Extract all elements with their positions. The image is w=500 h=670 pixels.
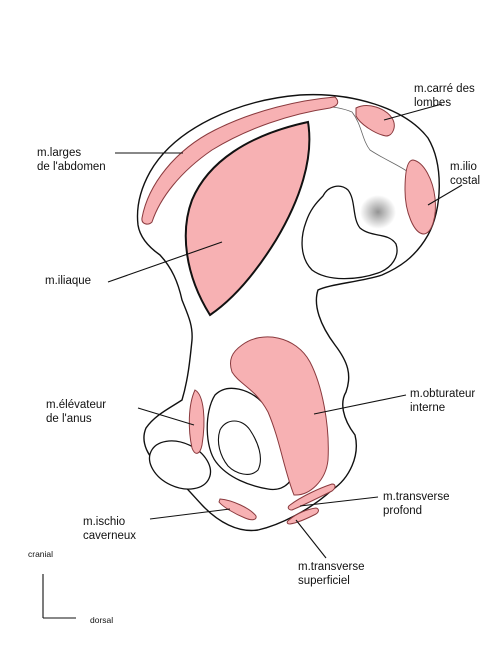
muscle-carre-lombes: [355, 105, 395, 137]
muscle-obturateur-interne: [229, 336, 329, 496]
obturator-foramen-inner: [217, 420, 261, 475]
acetabulum-notch: [301, 185, 398, 280]
muscle-elevateur-anus: [188, 389, 205, 454]
leader-elevateur: [137, 407, 195, 426]
muscle-iliaque: [184, 120, 311, 317]
muscle-larges-abdomen: [141, 96, 339, 225]
orientation-dorsal: dorsal: [90, 615, 114, 625]
label-iliaque: m.iliaque: [45, 275, 92, 287]
muscle-ischio-caverneux: [218, 498, 257, 521]
leader-iliaque: [107, 241, 223, 283]
shadow-spot: [360, 195, 396, 229]
leader-ilio: [427, 184, 463, 206]
leader-transverse-profond: [299, 496, 379, 507]
leader-carre: [383, 103, 443, 121]
leader-transverse-superficiel: [295, 519, 327, 559]
muscle-ilio-costal: [404, 159, 436, 235]
leader-ischio: [149, 508, 231, 520]
muscle-transverse-profond: [287, 483, 336, 511]
muscle-transverse-superficiel: [286, 507, 319, 525]
orientation-cranial: cranial: [28, 549, 54, 559]
leader-obturateur: [313, 394, 407, 415]
leader-lines: [42, 103, 463, 619]
